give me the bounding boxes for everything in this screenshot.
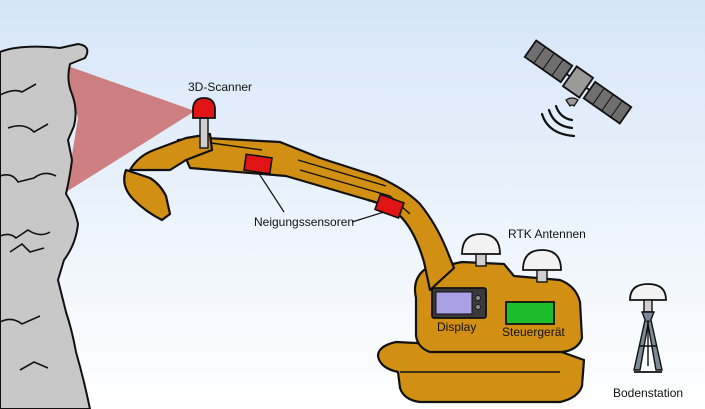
rtk-antenna-rear xyxy=(522,249,562,283)
display-screen xyxy=(435,291,473,315)
label-base-station: Bodenstation xyxy=(613,386,684,400)
tilt-sensor-arm xyxy=(373,193,405,219)
excavator-cab xyxy=(413,260,584,354)
excavator-bucket xyxy=(123,168,172,222)
label-control-unit: Steuergerät xyxy=(502,325,565,339)
label-rtk-antennas: RTK Antennen xyxy=(508,227,586,241)
signal-waves-icon xyxy=(540,104,576,138)
control-unit xyxy=(505,301,555,325)
leader-line-sensor-arm xyxy=(351,211,385,223)
tripod-gnss-icon xyxy=(629,283,667,373)
scan-beam xyxy=(62,64,195,192)
label-3d-scanner: 3D-Scanner xyxy=(188,80,253,94)
satellite-icon xyxy=(523,39,633,125)
label-tilt-sensors: Neigungssensoren xyxy=(254,215,355,229)
rock-face xyxy=(0,43,91,409)
label-display: Display xyxy=(437,320,477,334)
excavator-stick xyxy=(128,132,214,172)
scanner-head xyxy=(192,97,216,119)
tilt-sensor-boom xyxy=(243,153,273,175)
excavator xyxy=(123,117,586,404)
scanner-mount-pole xyxy=(199,117,209,149)
rtk-antenna-front xyxy=(461,233,501,267)
leader-line-sensor-boom xyxy=(257,171,285,213)
